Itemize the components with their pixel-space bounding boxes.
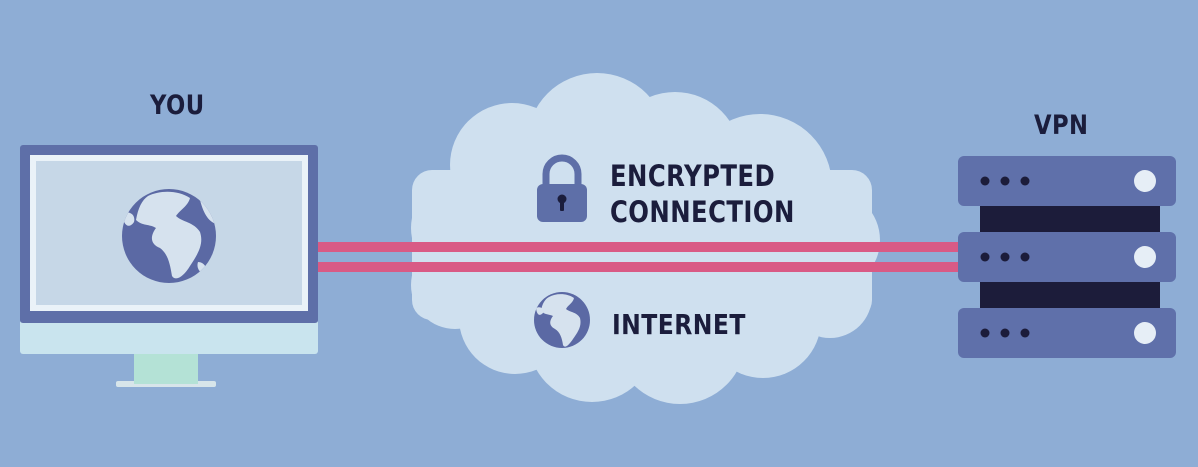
server-light	[1134, 246, 1156, 268]
monitor-neck	[134, 352, 198, 384]
encrypted-line-2: CONNECTION	[610, 195, 795, 229]
server-light	[1134, 170, 1156, 192]
vpn-server	[958, 156, 1176, 358]
server-unit-top	[958, 156, 1176, 206]
encrypted-connection-label: ENCRYPTED CONNECTION	[610, 158, 795, 230]
internet-label: INTERNET	[612, 308, 746, 341]
globe-icon	[122, 189, 216, 283]
server-light	[1134, 322, 1156, 344]
encrypted-tunnel	[316, 242, 962, 272]
encrypted-line-1: ENCRYPTED	[610, 159, 776, 193]
computer-monitor	[20, 145, 318, 387]
vpn-label: VPN	[1034, 110, 1089, 141]
you-label: YOU	[150, 90, 205, 121]
internet-cloud	[411, 73, 880, 404]
tunnel-line-bottom	[316, 262, 962, 272]
internet-globe-icon	[534, 292, 590, 348]
lock-icon	[537, 154, 587, 222]
server-unit-middle	[958, 232, 1176, 282]
monitor-chin	[20, 320, 318, 354]
tunnel-line-top	[316, 242, 962, 252]
server-unit-bottom	[958, 308, 1176, 358]
